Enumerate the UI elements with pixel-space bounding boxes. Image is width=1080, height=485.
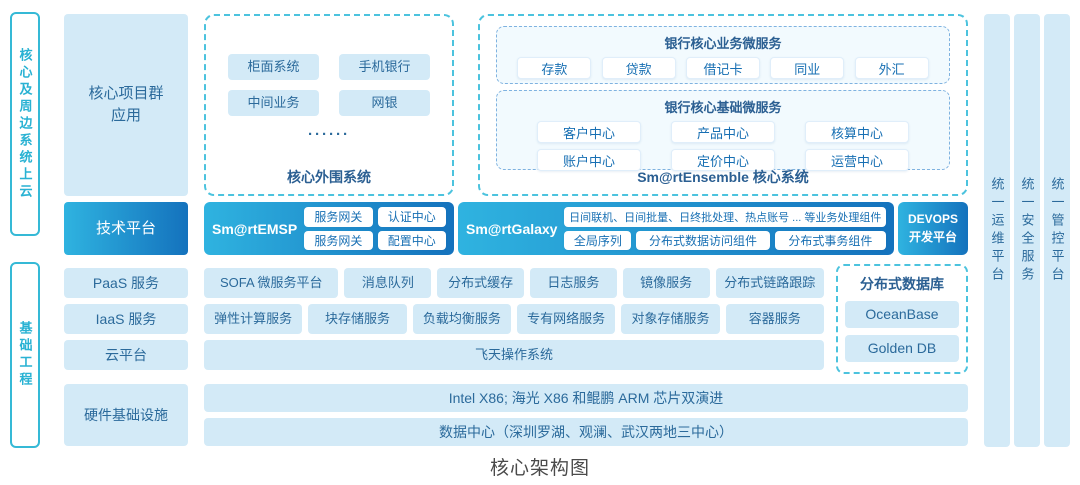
- peripheral-group-title: 核心外围系统: [287, 169, 371, 185]
- database-item: OceanBase: [845, 301, 959, 328]
- smart-emsp-box: Sm@rtEMSP 服务网关 认证中心 服务网关 配置中心: [204, 202, 454, 255]
- base-chip: 定价中心: [671, 149, 775, 171]
- hardware-label: 硬件基础设施: [64, 384, 188, 446]
- base-chip: 产品中心: [671, 121, 775, 143]
- galaxy-chip-row: 全局序列 分布式数据访问组件 分布式事务组件: [564, 230, 886, 250]
- devops-line1: DEVOPS: [907, 212, 958, 227]
- rail-unified-security-service: 统一安全服务: [1014, 14, 1040, 447]
- rail-core-cloud: 核心及周边系统上云: [10, 12, 40, 236]
- paas-service: 分布式链路跟踪: [715, 268, 824, 298]
- core-base-section: 银行核心基础微服务 客户中心 产品中心 核算中心 账户中心 定价中心 运营中心: [496, 90, 950, 171]
- base-chip: 运营中心: [805, 149, 909, 171]
- iaas-service: 负载均衡服务: [412, 304, 511, 334]
- base-chip: 核算中心: [805, 121, 909, 143]
- devops-line2: 开发平台: [908, 229, 957, 244]
- iaas-service: 专有网络服务: [516, 304, 616, 334]
- business-chip: 存款: [517, 57, 592, 79]
- cloud-os-row: 飞天操作系统: [204, 340, 824, 370]
- paas-service: 镜像服务: [622, 268, 710, 298]
- core-base-title: 银行核心基础微服务: [664, 100, 782, 115]
- emsp-chip-grid: 服务网关 认证中心 服务网关 配置中心: [304, 207, 446, 250]
- peripheral-item: 手机银行: [339, 54, 430, 80]
- peripheral-item: 网银: [339, 90, 430, 116]
- cloud-label: 云平台: [64, 340, 188, 370]
- smart-galaxy-name: Sm@rtGalaxy: [466, 220, 558, 237]
- rail-unified-control-platform: 统一管控平台: [1044, 14, 1070, 447]
- data-center-row: 数据中心（深圳罗湖、观澜、武汉两地三中心）: [204, 418, 968, 446]
- peripheral-grid: 柜面系统 手机银行 中间业务 网银: [206, 16, 452, 116]
- paas-service: 分布式缓存: [437, 268, 525, 298]
- paas-service: 消息队列: [344, 268, 432, 298]
- emsp-chip: 服务网关: [304, 230, 373, 250]
- smart-galaxy-box: Sm@rtGalaxy 日间联机、日间批量、日终批处理、热点账号 ... 等业务…: [458, 202, 894, 255]
- core-business-section: 银行核心业务微服务 存款 贷款 借记卡 同业 外汇: [496, 26, 950, 84]
- galaxy-chip-col: 日间联机、日间批量、日终批处理、热点账号 ... 等业务处理组件 全局序列 分布…: [564, 207, 886, 250]
- smart-emsp-name: Sm@rtEMSP: [212, 220, 298, 237]
- galaxy-banner-chip: 日间联机、日间批量、日终批处理、热点账号 ... 等业务处理组件: [564, 207, 886, 227]
- peripheral-item: 柜面系统: [228, 54, 319, 80]
- business-chip: 借记卡: [685, 57, 760, 79]
- business-chip: 贷款: [601, 57, 676, 79]
- paas-services-row: SOFA 微服务平台 消息队列 分布式缓存 日志服务 镜像服务 分布式链路跟踪: [204, 268, 824, 298]
- emsp-chip: 认证中心: [377, 207, 446, 227]
- peripheral-ellipsis: ······: [308, 126, 350, 143]
- core-base-row: 客户中心 产品中心 核算中心: [497, 121, 949, 143]
- ensemble-core-group: 银行核心业务微服务 存款 贷款 借记卡 同业 外汇 银行核心基础微服务 客户中心…: [478, 14, 968, 196]
- galaxy-chip: 分布式数据访问组件: [636, 230, 770, 250]
- peripheral-systems-group: 柜面系统 手机银行 中间业务 网银 ······ 核心外围系统: [204, 14, 454, 196]
- tech-platform-box: 技术平台: [64, 202, 188, 255]
- core-business-title: 银行核心业务微服务: [664, 36, 782, 51]
- devops-box: DEVOPS 开发平台: [898, 202, 968, 255]
- business-chip: 同业: [770, 57, 845, 79]
- core-business-row: 存款 贷款 借记卡 同业 外汇: [497, 57, 949, 79]
- emsp-chip: 配置中心: [377, 230, 446, 250]
- iaas-service: 弹性计算服务: [204, 304, 303, 334]
- emsp-chip: 服务网关: [304, 207, 373, 227]
- rail-infrastructure: 基础工程: [10, 262, 40, 448]
- base-chip: 客户中心: [537, 121, 641, 143]
- iaas-service: 容器服务: [725, 304, 824, 334]
- iaas-service: 块存储服务: [308, 304, 407, 334]
- base-chip: 账户中心: [537, 149, 641, 171]
- business-chip: 外汇: [854, 57, 929, 79]
- iaas-service: 对象存储服务: [621, 304, 720, 334]
- database-item: Golden DB: [845, 335, 959, 362]
- galaxy-chip: 全局序列: [564, 230, 632, 250]
- core-base-row: 账户中心 定价中心 运营中心: [497, 149, 949, 171]
- paas-label: PaaS 服务: [64, 268, 188, 298]
- peripheral-item: 中间业务: [228, 90, 319, 116]
- rail-unified-ops-platform: 统一运维平台: [984, 14, 1010, 447]
- galaxy-chip: 分布式事务组件: [774, 230, 886, 250]
- distributed-database-group: 分布式数据库 OceanBase Golden DB: [836, 264, 968, 374]
- database-group-title: 分布式数据库: [860, 276, 944, 292]
- iaas-services-row: 弹性计算服务 块存储服务 负载均衡服务 专有网络服务 对象存储服务 容器服务: [204, 304, 824, 334]
- cloud-os-box: 飞天操作系统: [204, 340, 824, 370]
- iaas-label: IaaS 服务: [64, 304, 188, 334]
- chip-evolution-row: Intel X86; 海光 X86 和鲲鹏 ARM 芯片双演进: [204, 384, 968, 412]
- core-apps-box: 核心项目群应用: [64, 14, 188, 196]
- paas-service: 日志服务: [530, 268, 617, 298]
- diagram-title: 核心架构图: [489, 458, 590, 479]
- paas-service: SOFA 微服务平台: [204, 268, 339, 298]
- ensemble-group-title: Sm@rtEnsemble 核心系统: [637, 169, 809, 185]
